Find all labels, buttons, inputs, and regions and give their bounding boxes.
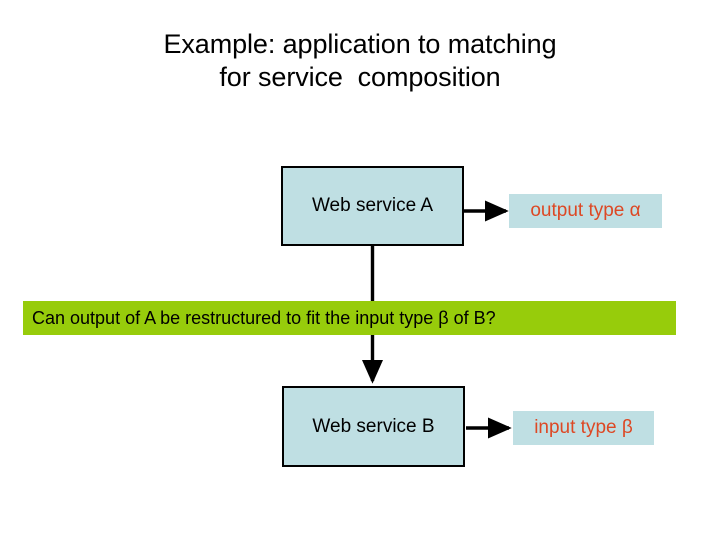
service-a-label: Web service A — [311, 195, 434, 216]
output-type-text: output type α — [530, 200, 641, 221]
input-type-label: input type β — [513, 411, 654, 445]
service-box-a: Web service A — [281, 166, 464, 246]
service-b-label: Web service B — [312, 415, 435, 437]
input-type-text: input type β — [534, 417, 633, 438]
output-type-label: output type α — [509, 194, 662, 228]
question-banner: Can output of A be restructured to fit t… — [23, 301, 676, 335]
service-box-b: Web service B — [282, 386, 465, 467]
page-title: Example: application to matching for ser… — [163, 29, 557, 92]
question-banner-text: Can output of A be restructured to fit t… — [32, 307, 496, 328]
